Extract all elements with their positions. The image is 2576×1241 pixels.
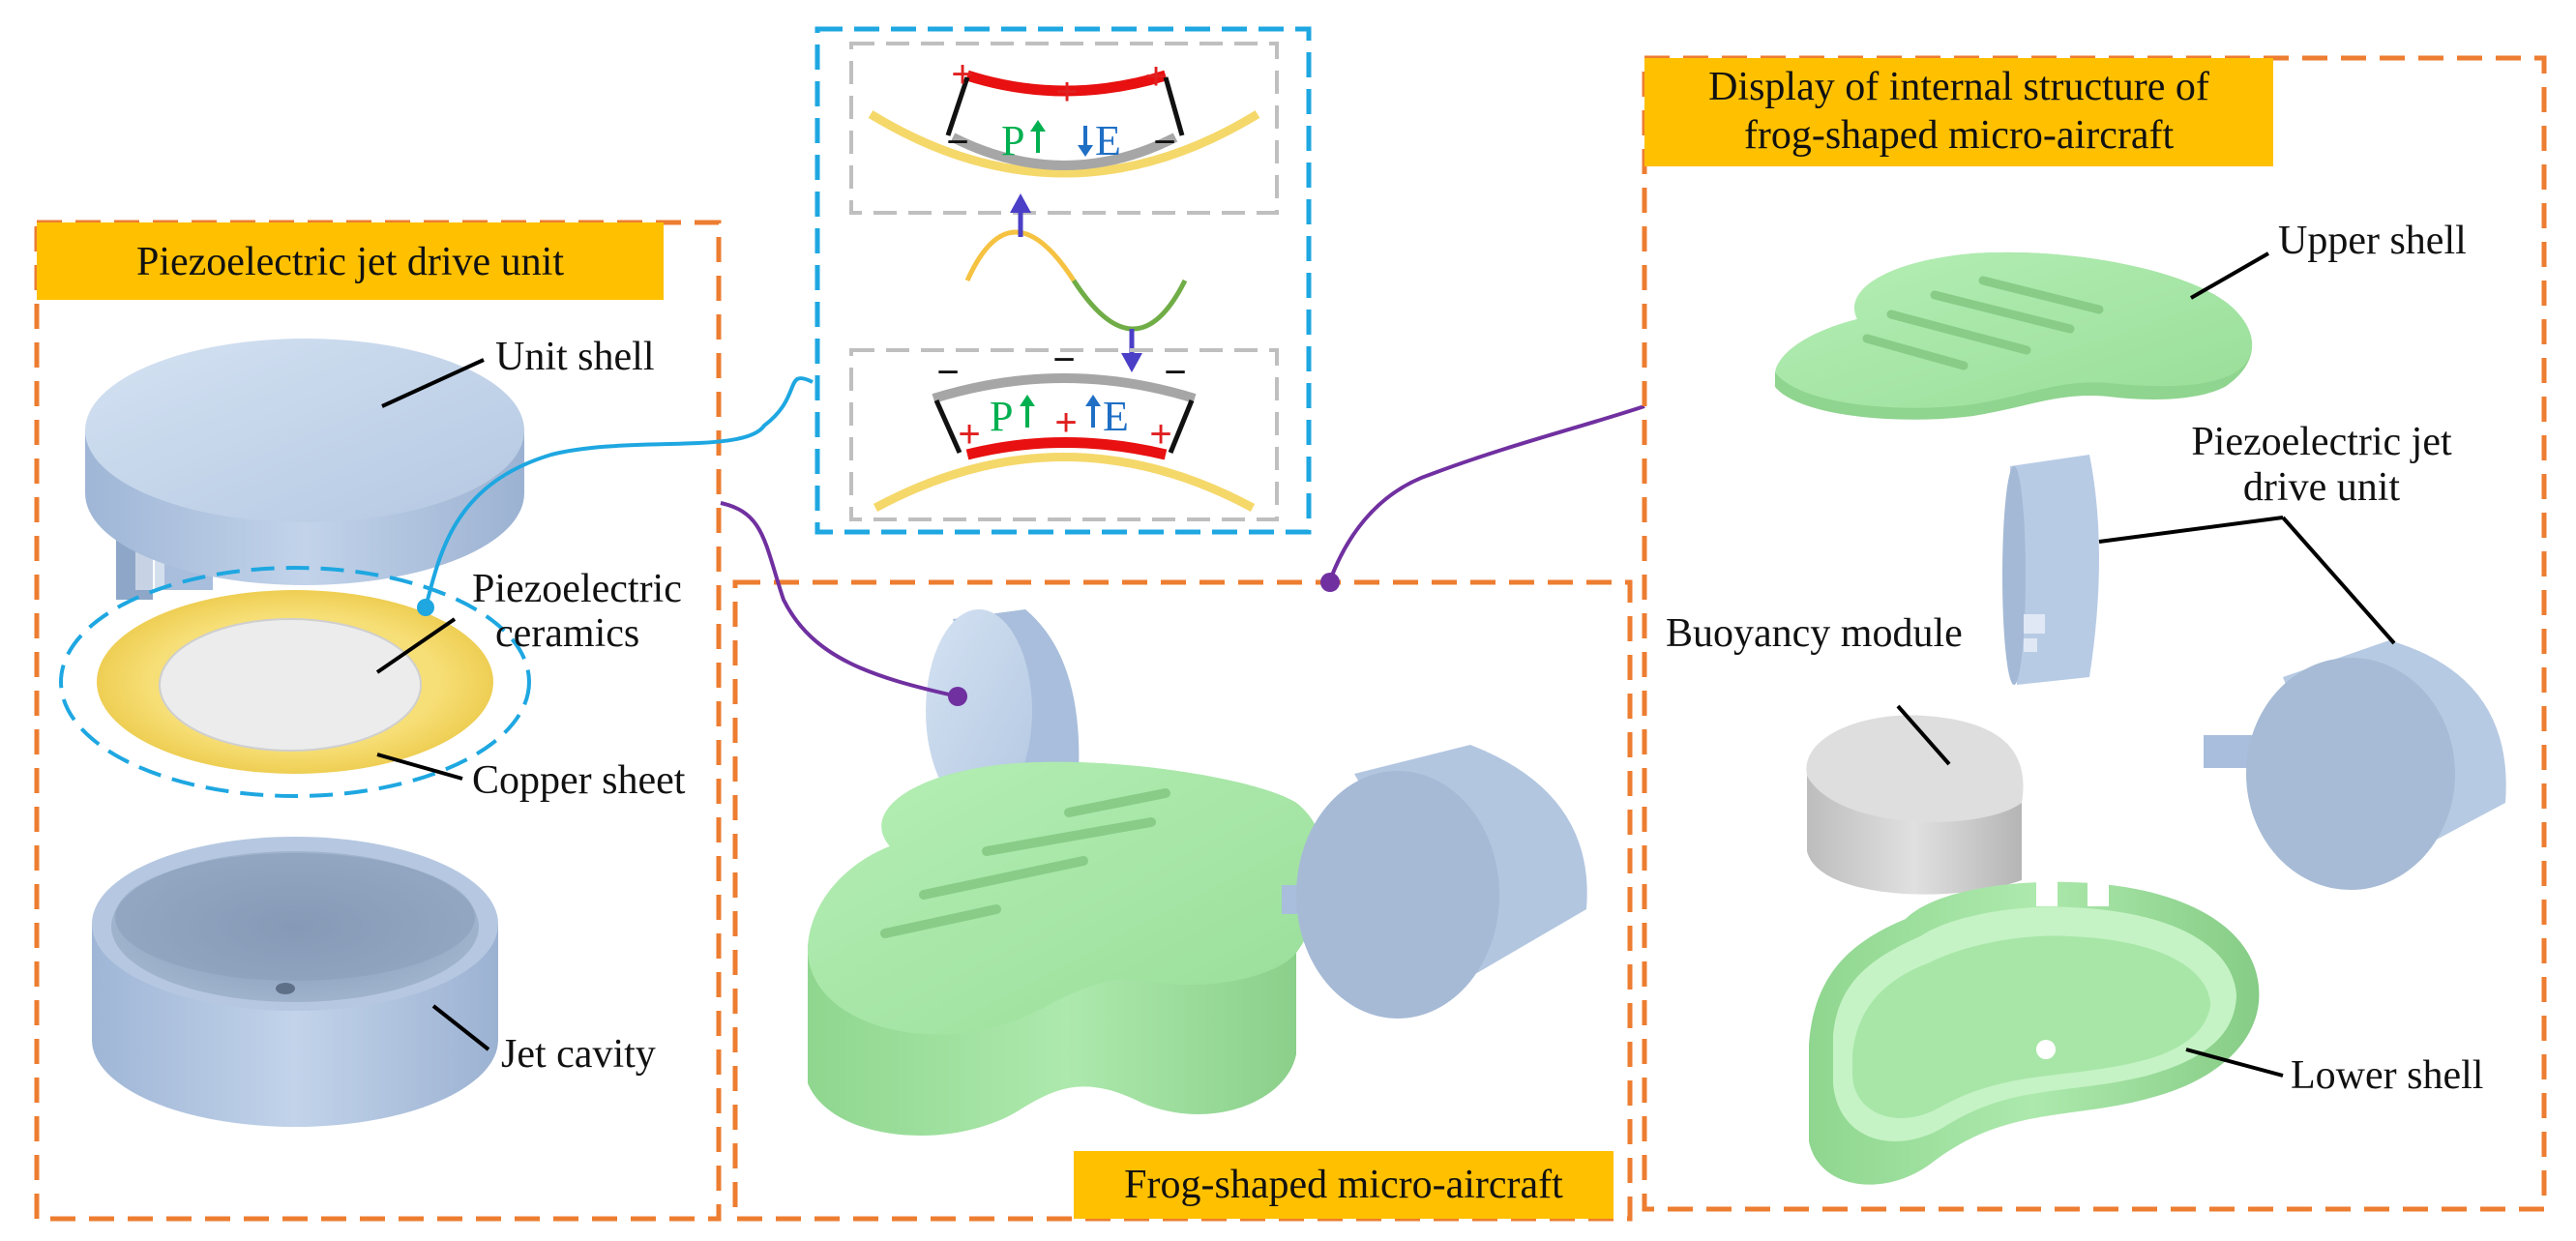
svg-text:+: + — [1149, 413, 1171, 456]
purple-dot-2 — [1320, 573, 1340, 592]
jet-cavity-label: Jet cavity — [501, 1032, 656, 1077]
svg-text:+: + — [1144, 55, 1167, 98]
piezo-highlight-outline — [59, 566, 531, 798]
internal-panel: Display of internal structure of frog-sh… — [1642, 55, 2547, 1212]
buoyancy-leader — [1896, 704, 1951, 766]
aircraft-drive-unit-back — [926, 609, 1080, 813]
piezo-connector-dot — [417, 599, 434, 616]
lower-shell-leader — [2185, 1048, 2284, 1078]
svg-text:−: − — [936, 351, 959, 394]
drive-unit-to-aircraft-connector — [720, 501, 959, 698]
unit-shell-label: Unit shell — [495, 335, 655, 379]
upper-shell-label: Upper shell — [2278, 219, 2467, 263]
aircraft-to-internal-connector — [1328, 404, 1645, 581]
principle-top-box — [849, 42, 1279, 215]
svg-text:−: − — [1153, 121, 1175, 163]
svg-text:+: + — [951, 53, 973, 96]
aircraft-body — [808, 761, 1325, 1136]
internal-title-box — [1644, 58, 2273, 166]
svg-text:−: − — [946, 121, 968, 163]
drive-unit-panel: Piezoelectric jet drive unit Unit shell … — [34, 220, 722, 1222]
jet-cavity-leader — [431, 1004, 490, 1051]
top-e-label: E — [1095, 117, 1121, 164]
upper-shell — [1775, 251, 2253, 420]
buoyancy-label: Buoyancy module — [1666, 611, 1963, 656]
internal-title-line1: Display of internal structure of — [1708, 65, 2209, 109]
bottom-p-label: P — [990, 393, 1013, 440]
aircraft-panel: Frog-shaped micro-aircraft — [732, 579, 1633, 1222]
svg-text:+: + — [958, 413, 980, 456]
copper-sheet-label: Copper sheet — [472, 758, 686, 803]
piezo-to-principle-connector — [424, 376, 814, 608]
piezo-disc — [97, 590, 493, 774]
svg-text:−: − — [1164, 351, 1186, 394]
copper-leader — [376, 753, 463, 781]
ceramics-label-line2: ceramics — [495, 611, 639, 656]
drive-unit-leader-left — [2098, 516, 2284, 544]
drive-unit-title-box — [37, 222, 664, 300]
top-p-label: P — [1001, 117, 1024, 164]
svg-text:+: + — [1054, 401, 1077, 444]
purple-dot-1 — [948, 687, 967, 706]
bottom-e-label: E — [1103, 393, 1129, 440]
drive-unit-panel-border — [34, 220, 722, 1222]
principle-panel: + + + − − P E − − − + + + P E — [814, 26, 1312, 535]
svg-text:−: − — [1052, 339, 1075, 381]
ceramics-leader — [375, 617, 457, 674]
buoyancy-module — [1806, 715, 2024, 895]
ceramics-label-line1: Piezoelectric — [472, 567, 682, 611]
internal-drive-unit-edge — [2002, 455, 2099, 685]
unit-shell-leader — [381, 358, 485, 408]
jet-cavity — [92, 837, 498, 1127]
aircraft-title: Frog-shaped micro-aircraft — [1124, 1163, 1563, 1207]
principle-bottom-box — [849, 348, 1279, 521]
drive-wave — [964, 229, 1077, 282]
principle-panel-border — [814, 26, 1312, 535]
upper-shell-leader — [2190, 251, 2269, 300]
drive-unit-label-line2: drive unit — [2243, 465, 2400, 510]
aircraft-drive-unit-side — [1282, 745, 1587, 1019]
lower-shell — [1809, 875, 2260, 1185]
drive-unit-label-line1: Piezoelectric jet — [2191, 420, 2452, 464]
drive-unit-leader-right — [2281, 516, 2396, 645]
lower-shell-label: Lower shell — [2291, 1053, 2483, 1098]
drive-unit-title: Piezoelectric jet drive unit — [136, 240, 564, 284]
aircraft-title-box — [1074, 1151, 1614, 1219]
internal-drive-unit-face — [2204, 640, 2506, 890]
svg-text:+: + — [1055, 71, 1078, 113]
unit-shell — [85, 339, 524, 600]
internal-title-line2: frog-shaped micro-aircraft — [1744, 113, 2175, 158]
